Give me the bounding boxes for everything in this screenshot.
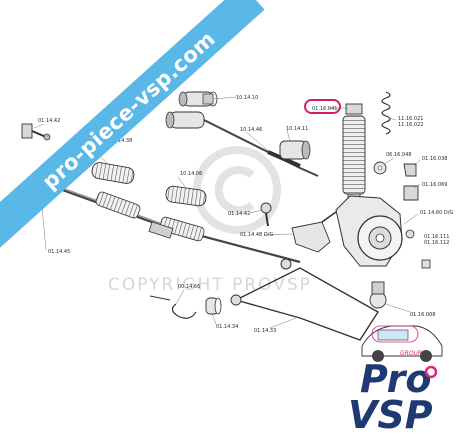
callout-10-14-11: 10.14.11 bbox=[286, 126, 308, 132]
logo-pro: Pro bbox=[360, 357, 432, 401]
callout-01-14-48: 01.14.48 D/G bbox=[240, 232, 273, 238]
logo-dot-icon bbox=[424, 365, 438, 379]
spring-seat bbox=[373, 161, 387, 175]
car-silhouette-icon bbox=[361, 325, 443, 362]
watermark-text: COPYRIGHT PROVSP bbox=[108, 275, 312, 295]
callout-01-14-45: 01.14.45 bbox=[48, 249, 70, 255]
callout-01-16-038: 01.16.038 bbox=[422, 156, 447, 162]
logo-tag: GROUP bbox=[400, 350, 422, 357]
provsp-logo: GROUP Pro VSP bbox=[348, 325, 443, 437]
callout-11-16-021: 11.16.021 bbox=[398, 116, 423, 122]
callout-01-14-42b: 01.14.42 bbox=[228, 211, 250, 217]
bracket-right bbox=[403, 163, 419, 201]
callout-01-16-008: 01.16.008 bbox=[410, 312, 435, 318]
gaiter-left bbox=[91, 162, 135, 184]
callout-01-14-60: 01.14.60 D/G bbox=[420, 210, 453, 216]
callout-01-14-34: 01.14.34 bbox=[216, 324, 238, 330]
callout-01-16-111: 01.16.111 bbox=[424, 234, 449, 240]
mount-bracket bbox=[291, 211, 337, 253]
ball-joint-left bbox=[21, 123, 51, 141]
callout-10-14-46: 10.14.46 bbox=[240, 127, 262, 133]
site-banner[interactable]: pro-piece-vsp.com bbox=[0, 0, 265, 258]
bushing-upper bbox=[178, 91, 218, 107]
bellows-right bbox=[279, 140, 311, 160]
callout-01-14-42: 01.14.42 bbox=[38, 118, 60, 124]
callout-11-16-022: 11.16.022 bbox=[398, 122, 423, 128]
callout-10-14-10: 10.14.10 bbox=[236, 95, 258, 101]
callout-01-14-38: 01.14.38 bbox=[110, 138, 132, 144]
callout-01-16-069: 01.16.069 bbox=[422, 182, 447, 188]
hub-knuckle bbox=[335, 195, 431, 269]
logo-vsp: VSP bbox=[348, 393, 433, 437]
callout-00-14-66: 00.14.66 bbox=[178, 284, 200, 290]
coil-spring bbox=[381, 91, 391, 135]
callout-01-16-112: 01.16.112 bbox=[424, 240, 449, 246]
callout-06-16-048: 06.16.048 bbox=[386, 152, 411, 158]
callout-labels: 10.14.10 01.14.42 10.14.46 10.14.11 01.1… bbox=[38, 95, 453, 334]
lower-wishbone bbox=[230, 267, 387, 341]
tie-rod-end bbox=[260, 202, 272, 227]
callout-01-16-041: 01.16.041 bbox=[312, 106, 337, 112]
callout-10-14-06: 10.14.06 bbox=[180, 171, 202, 177]
callout-01-14-33: 01.14.33 bbox=[254, 328, 276, 334]
banner-ribbon bbox=[0, 0, 265, 258]
highlight-ring bbox=[304, 99, 341, 114]
wishbone-bush bbox=[149, 295, 222, 319]
gaiter-mid bbox=[165, 185, 207, 207]
copyright-watermark: COPYRIGHT PROVSP bbox=[108, 146, 312, 295]
